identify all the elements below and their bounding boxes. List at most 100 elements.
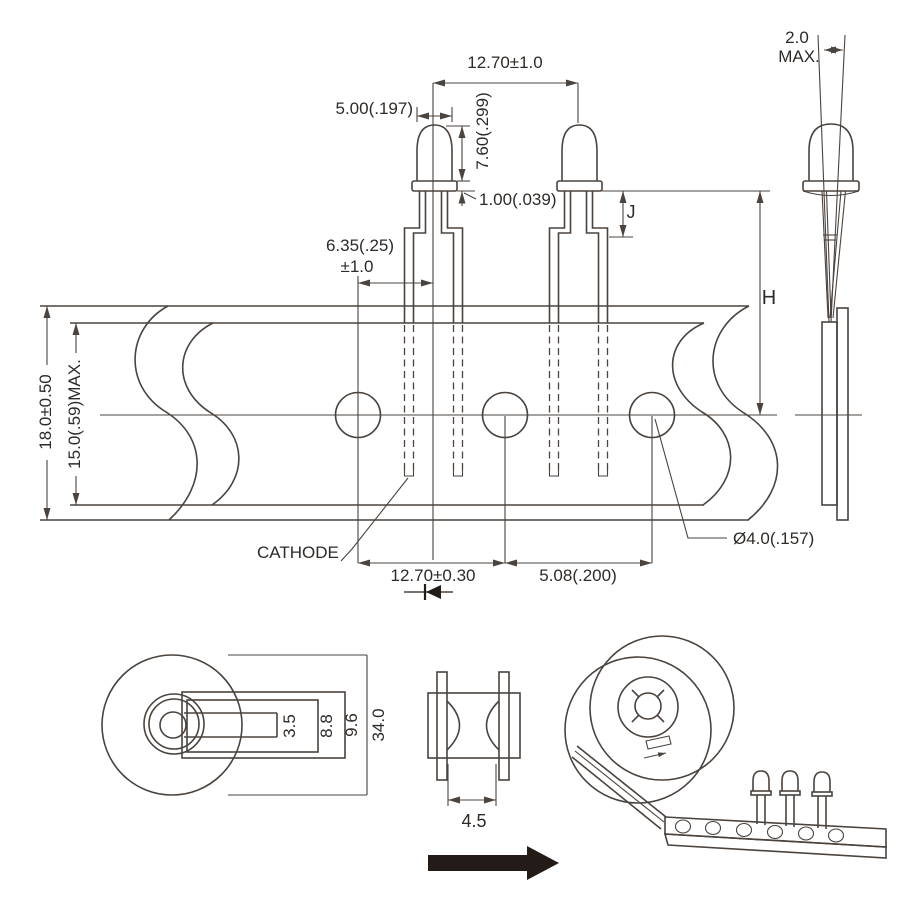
reel-hub-outer-circle bbox=[143, 693, 205, 755]
led-lead bbox=[591, 191, 609, 323]
strip-sprocket-hole bbox=[827, 828, 845, 843]
lead-side bbox=[821, 190, 829, 319]
hole-diameter-label: Ø4.0(.157) bbox=[733, 529, 814, 548]
side-view: 2.0 MAX. bbox=[778, 28, 862, 521]
tape-exit-edge bbox=[576, 745, 667, 818]
lead-spread-label: 2.0 bbox=[785, 28, 809, 47]
pocket-outline bbox=[427, 692, 521, 759]
reel-front-flange bbox=[564, 656, 712, 804]
flange-thickness-label: 1.00(.039) bbox=[479, 190, 557, 209]
led-lead bbox=[446, 191, 464, 323]
tape-side-back bbox=[836, 307, 849, 521]
led-lead bbox=[585, 191, 600, 323]
tape-side-front bbox=[821, 321, 838, 506]
lead-end bbox=[403, 470, 415, 477]
dim-h: H bbox=[756, 191, 776, 415]
tape-strip-front-face bbox=[663, 833, 887, 859]
reel-center-hole bbox=[159, 711, 187, 739]
dim-body-diameter: 5.00(.197) bbox=[336, 99, 453, 122]
inner-width-outline bbox=[181, 691, 346, 759]
dome-profile-arc bbox=[485, 700, 500, 751]
reel-arbor-hole bbox=[634, 692, 662, 720]
hole-dia-leader-line bbox=[654, 418, 727, 539]
led-lead bbox=[412, 191, 427, 323]
dim-body-height: 7.60(.299) bbox=[446, 92, 492, 182]
break-curve bbox=[134, 305, 198, 521]
dim-led-pitch: 12.70±1.0 bbox=[432, 53, 579, 560]
body-height-label: 7.60(.299) bbox=[473, 92, 492, 170]
strip-sprocket-hole bbox=[797, 826, 815, 841]
arbor-key bbox=[631, 714, 640, 723]
main-tape-view: 12.70±1.0 5.00(.197) 7.60(.299) 1.00(.03… bbox=[36, 53, 814, 600]
hole-to-led-tol-label: ±1.0 bbox=[341, 257, 374, 276]
diode-triangle bbox=[426, 585, 441, 599]
led-lead bbox=[440, 191, 455, 323]
reel-inner-width-label: 9.6 bbox=[342, 713, 361, 737]
led-lead bbox=[548, 191, 566, 323]
mini-led bbox=[750, 770, 772, 825]
led-flange bbox=[411, 180, 458, 192]
lead-end bbox=[548, 470, 560, 477]
reel-slot-width-label: 3.5 bbox=[280, 714, 299, 738]
dim-flange-thickness: 1.00(.039) bbox=[457, 190, 557, 209]
pocket-top-view: 4.5 bbox=[427, 671, 521, 831]
reel-back-flange bbox=[589, 635, 735, 781]
lead-side bbox=[832, 190, 847, 319]
cathode-callout: CATHODE bbox=[257, 477, 409, 562]
lead-side bbox=[829, 190, 842, 319]
hole-diameter-callout: Ø4.0(.157) bbox=[654, 418, 814, 548]
hole-to-center-label: 5.08(.200) bbox=[539, 566, 617, 585]
hole-pitch-label: 12.70±0.30 bbox=[391, 566, 476, 585]
pocket-width-label: 4.5 bbox=[461, 811, 486, 831]
tape-strip-top-face bbox=[664, 816, 887, 848]
strip-sprocket-hole bbox=[674, 819, 692, 834]
reel-hub-inner-circle bbox=[148, 698, 200, 750]
arbor-key bbox=[656, 714, 665, 723]
led-flange-side bbox=[802, 180, 860, 192]
dome-profile-arc bbox=[446, 700, 461, 751]
led-front-1 bbox=[403, 124, 464, 477]
strip-sprocket-hole bbox=[704, 820, 722, 836]
tape-total-height-label: 18.0±0.50 bbox=[36, 374, 55, 450]
body-diameter-label: 5.00(.197) bbox=[336, 99, 414, 118]
tape-exit-edge bbox=[574, 750, 665, 823]
dim-j: J bbox=[602, 190, 770, 238]
reel-overall-label: 34.0 bbox=[369, 708, 388, 741]
lead-top-view bbox=[436, 671, 448, 781]
flange-bottom-ellipse bbox=[802, 190, 860, 197]
led-flange bbox=[556, 180, 603, 192]
hole-to-led-label: 6.35(.25) bbox=[326, 236, 394, 255]
lead-top-view bbox=[498, 671, 510, 781]
cathode-label: CATHODE bbox=[257, 543, 339, 562]
dim-tape-heights: 18.0±0.50 15.0(.59)MAX. bbox=[36, 306, 84, 520]
mini-led bbox=[779, 770, 801, 827]
reel-pictorial bbox=[564, 635, 887, 859]
strip-sprocket-hole bbox=[766, 824, 784, 840]
reel-flange-circle bbox=[101, 654, 243, 796]
feed-direction-arrow bbox=[428, 846, 559, 880]
reel-front-view: 3.5 8.8 9.6 34.0 bbox=[101, 654, 388, 796]
reel-hub bbox=[617, 676, 679, 738]
mini-led bbox=[811, 771, 833, 829]
led-dome-side bbox=[808, 123, 854, 181]
reel-hub-width-label: 8.8 bbox=[317, 714, 336, 738]
cathode-leader-line bbox=[340, 477, 409, 562]
dim-hole-to-led: 6.35(.25) ±1.0 bbox=[326, 236, 433, 563]
h-label: H bbox=[762, 287, 776, 309]
dim-hole-pitch: 12.70±0.30 5.08(.200) bbox=[358, 416, 653, 585]
lead-side bbox=[825, 190, 832, 319]
arbor-key bbox=[631, 689, 640, 698]
break-curve bbox=[671, 322, 732, 506]
tape-body-height-label: 15.0(.59)MAX. bbox=[65, 359, 84, 469]
j-label: J bbox=[627, 202, 636, 222]
led-front-2 bbox=[548, 124, 609, 477]
led-dome bbox=[416, 124, 453, 181]
reel-label bbox=[645, 735, 672, 750]
diode-symbol bbox=[404, 584, 453, 600]
hub-width-outline bbox=[186, 699, 319, 753]
break-curve bbox=[181, 322, 240, 506]
led-dome bbox=[561, 124, 598, 181]
led-lead bbox=[557, 191, 572, 323]
led-lead bbox=[403, 191, 421, 323]
